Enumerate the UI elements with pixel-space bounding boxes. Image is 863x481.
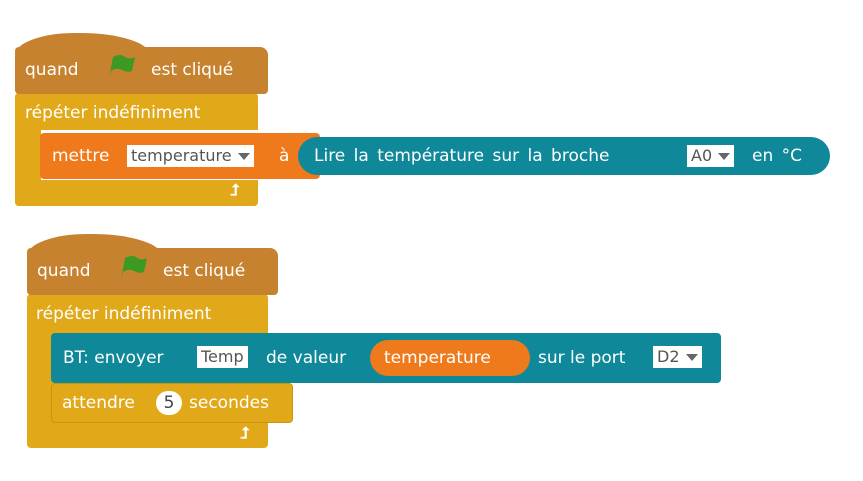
temperature-variable-reporter[interactable] <box>370 340 530 376</box>
clicked-label: est cliqué <box>163 261 246 281</box>
name-value: Temp <box>201 347 244 366</box>
name-input[interactable]: Temp <box>197 346 248 368</box>
variable-value: temperature <box>131 146 232 165</box>
reporter-label: Lire la température sur la broche <box>314 146 610 166</box>
loop-arrow-icon: ⮥ <box>240 423 250 442</box>
pin-value: A0 <box>691 146 713 165</box>
loop-arrow-icon: ⮥ <box>230 180 240 199</box>
to-label: à <box>279 146 290 166</box>
port-dropdown[interactable]: D2 <box>653 346 702 368</box>
unit-label: secondes <box>189 393 269 413</box>
variable-label: temperature <box>384 348 491 368</box>
green-flag-icon <box>121 256 147 280</box>
when-flag-clicked-hat-2[interactable] <box>27 234 278 295</box>
variable-dropdown[interactable]: temperature <box>127 145 254 167</box>
port-value: D2 <box>657 347 680 366</box>
chevron-down-icon <box>685 354 698 361</box>
unit-label: en °C <box>752 146 803 166</box>
chevron-down-icon <box>237 153 250 160</box>
green-flag-icon <box>109 55 135 79</box>
wait-label: attendre <box>62 393 135 413</box>
seconds-value: 5 <box>163 393 175 413</box>
when-flag-clicked-hat-1[interactable] <box>15 33 268 94</box>
set-label: mettre <box>52 146 110 166</box>
when-label: quand <box>37 261 91 281</box>
loop-label: répéter indéfiniment <box>25 103 201 123</box>
chevron-down-icon <box>718 153 731 160</box>
when-label: quand <box>25 60 79 80</box>
loop-label: répéter indéfiniment <box>36 304 212 324</box>
read-temperature-reporter[interactable] <box>298 137 830 175</box>
seconds-input[interactable]: 5 <box>156 391 182 415</box>
pin-dropdown[interactable]: A0 <box>687 145 735 167</box>
on-port-label: sur le port <box>538 348 626 368</box>
of-value-label: de valeur <box>266 348 347 368</box>
clicked-label: est cliqué <box>151 60 234 80</box>
bt-label: BT: envoyer <box>63 348 164 368</box>
